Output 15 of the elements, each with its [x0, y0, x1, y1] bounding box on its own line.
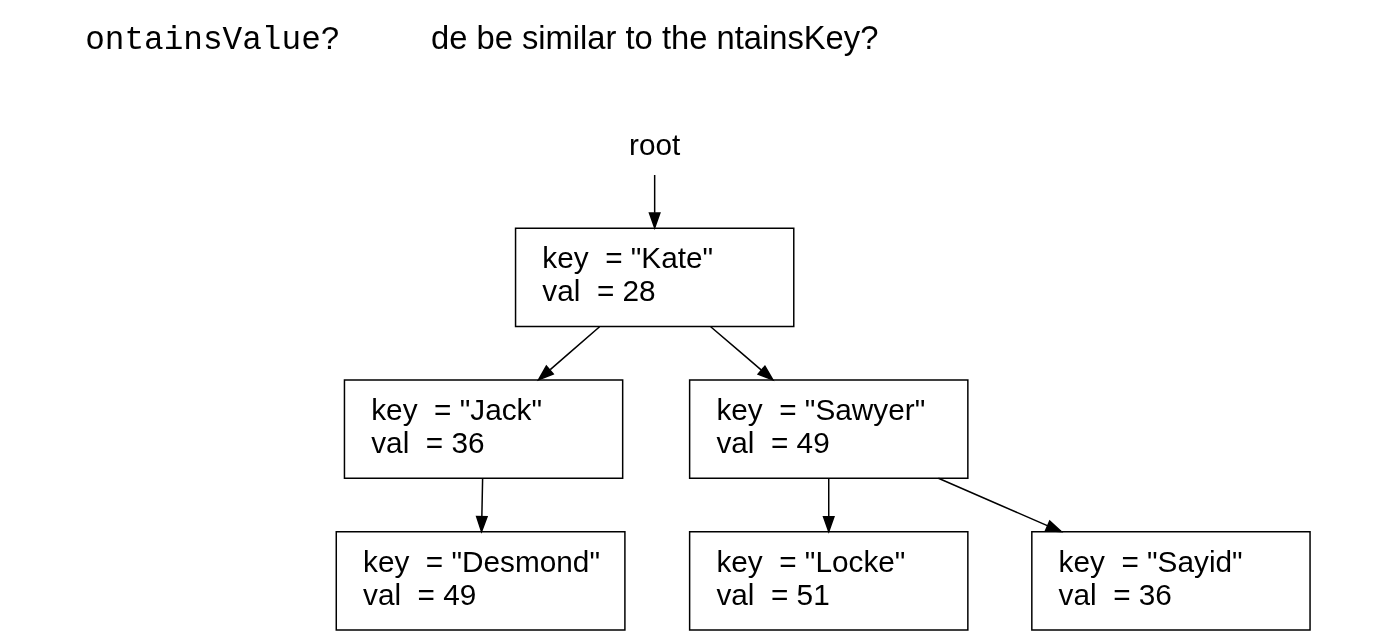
node-box: key = "Desmond" val = 49	[335, 531, 626, 631]
node-text: root	[629, 128, 681, 162]
node-box: key = "Locke" val = 51	[688, 531, 969, 631]
arrow	[536, 326, 601, 382]
arrow	[648, 174, 661, 231]
node-box: key = "Sawyer" val = 49	[688, 379, 969, 479]
arrow	[937, 477, 1064, 533]
arrow	[822, 477, 835, 534]
label: de be similar to the ntainsKey?	[430, 19, 879, 57]
node-box: key = "Jack" val = 36	[343, 379, 624, 479]
node-box: key = "Kate" val = 28	[514, 227, 795, 328]
arrow	[475, 477, 489, 534]
arrow	[709, 326, 775, 382]
node-box: key = "Sayid" val = 36	[1031, 531, 1311, 631]
label: ontainsValue?	[85, 22, 341, 60]
